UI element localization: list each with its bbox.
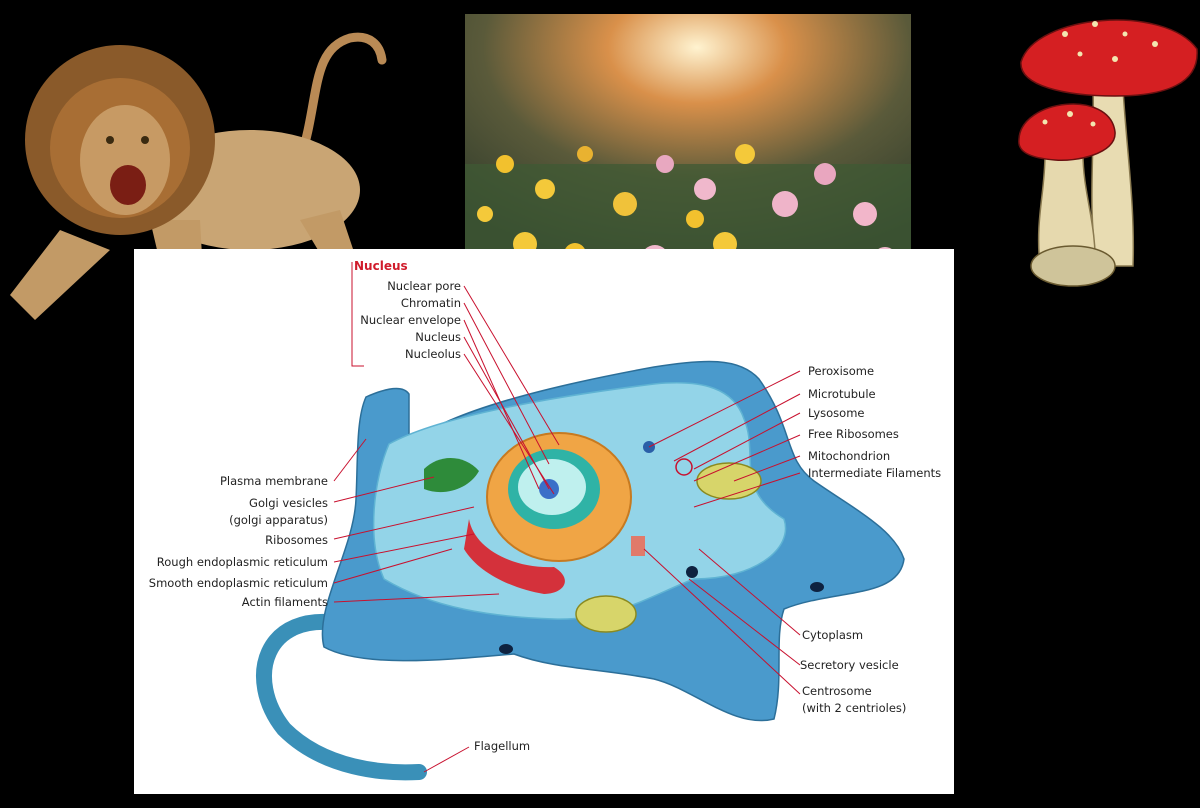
label-golgi-vesicles: Golgi vesicles [249,496,328,510]
label-chromatin: Chromatin [400,296,461,310]
secretory-vesicle-shape [686,566,698,578]
label-peroxisome: Peroxisome [808,364,875,378]
label-ribosomes: Ribosomes [265,533,328,547]
label-rough-er: Rough endoplasmic reticulum [156,555,328,569]
mushroom-illustration [1018,19,1198,287]
centrosome-shape [631,536,645,556]
rough-er-shape [464,519,565,594]
animal-cell-diagram [256,262,905,781]
lion-eye-left [106,136,114,144]
cell-diagram-panel: Nucleus Nuclear pore Chromatin Nuclear e… [134,249,954,794]
mushroom-spots [1042,21,1158,127]
label-nuclear-envelope: Nuclear envelope [360,313,461,327]
lysosome-shape [675,458,693,476]
leader-lines [333,262,801,773]
label-free-ribosomes: Free Ribosomes [808,427,899,441]
label-actin-filaments: Actin filaments [241,595,328,609]
golgi-shape [424,457,479,493]
mushroom-cap-large [1020,19,1198,97]
lion-photo [10,32,387,320]
lion-tail [295,32,387,165]
label-golgi-apparatus: (golgi apparatus) [229,513,328,527]
flower-field-photo [465,14,911,293]
dark-spot-1 [810,582,824,592]
mitochondrion-shape-2 [575,595,637,633]
mushroom-base [1030,245,1116,287]
mitochondrion-shape-1 [696,462,762,500]
label-cytoplasm: Cytoplasm [802,628,864,642]
mushroom-cap-small [1018,103,1116,162]
label-nucleus: Nucleus [415,330,461,344]
label-lysosome: Lysosome [808,406,865,420]
label-smooth-er: Smooth endoplasmic reticulum [148,576,328,590]
nucleus-group-title: Nucleus [354,259,408,273]
label-plasma-membrane: Plasma membrane [220,474,328,488]
flagellum-shape [256,614,427,781]
label-nuclear-pore: Nuclear pore [387,279,461,293]
dark-spot-2 [499,644,513,654]
label-nucleolus: Nucleolus [405,347,461,361]
lion-mouth [110,165,146,205]
label-mitochondrion: Mitochondrion [808,449,891,463]
lion-eye-right [141,136,149,144]
label-intermediate-filaments: Intermediate Filaments [808,466,942,480]
label-centrioles: (with 2 centrioles) [802,701,907,715]
label-microtubule: Microtubule [808,387,876,401]
label-secretory-vesicle: Secretory vesicle [800,658,899,672]
label-flagellum: Flagellum [474,739,531,753]
lion-face [80,105,170,215]
label-centrosome: Centrosome [802,684,872,698]
